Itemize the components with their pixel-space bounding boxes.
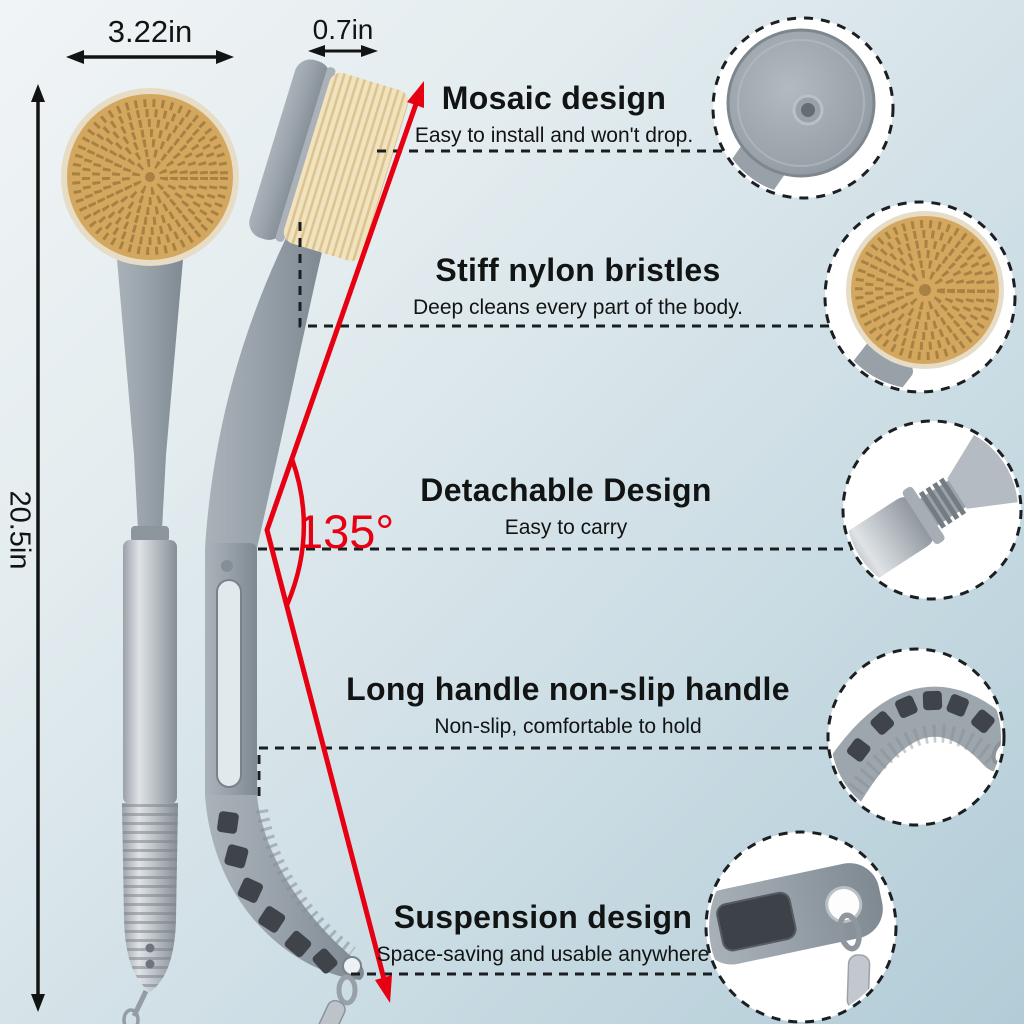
feature-title: Detachable Design [420,472,712,508]
inset-hanging-hook [704,830,898,1024]
feature-detachable-design: Detachable Design Easy to carry [420,472,711,540]
inset-non-slip-grip [826,647,1006,827]
width-dimension-arrow [66,50,234,64]
inset-bristle-face [823,200,1017,394]
front-brush-illustration [61,88,239,1024]
length-dimension-arrow [31,84,45,1012]
angle-annotation [264,81,424,1003]
feature-subtitle: Easy to carry [504,516,628,539]
feature-subtitle: Space-saving and usable anywhere [376,943,710,966]
inset-brush-head-back [711,16,895,200]
total-length-label: 20.5in [3,490,36,570]
feature-mosaic-design: Mosaic design Easy to install and won't … [415,80,693,148]
feature-long-handle: Long handle non-slip handle Non-slip, co… [346,671,790,739]
head-width-label: 3.22in [107,14,193,49]
head-thickness-label: 0.7in [312,14,374,45]
feature-title: Stiff nylon bristles [435,252,721,288]
connector-bristles [298,222,830,328]
feature-title: Suspension design [393,899,693,935]
feature-subtitle: Deep cleans every part of the body. [413,296,743,319]
feature-title: Long handle non-slip handle [346,671,790,707]
feature-subtitle: Easy to install and won't drop. [414,124,694,147]
side-brush-illustration [205,59,409,1024]
handle-angle-label: 135° [297,505,395,558]
feature-title: Mosaic design [441,80,667,116]
feature-subtitle: Non-slip, comfortable to hold [434,715,702,738]
feature-suspension-design: Suspension design Space-saving and usabl… [377,899,710,967]
inset-detachable-joint [841,419,1023,601]
connector-handle [257,746,829,796]
thickness-dimension-arrow [308,45,378,57]
feature-stiff-bristles: Stiff nylon bristles Deep cleans every p… [413,252,743,320]
